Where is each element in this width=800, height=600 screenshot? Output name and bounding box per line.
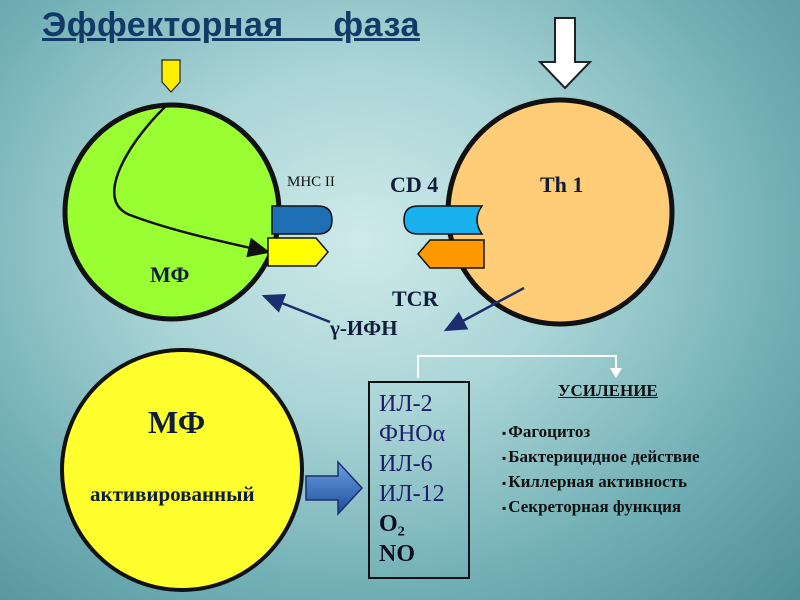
secretion-arrow-icon — [305, 460, 364, 516]
th1-cell — [445, 97, 675, 327]
ifn-gamma-label: γ-ИФН — [330, 316, 398, 341]
peptide-shape — [267, 237, 329, 267]
enhancement-connector — [417, 355, 617, 378]
gamma-symbol: γ — [330, 316, 340, 340]
mediator-item: NO — [379, 541, 415, 567]
enhancement-item: Киллерная активность — [502, 470, 700, 495]
activated-macrophage-label: МФ — [148, 404, 206, 440]
enhancement-item: Бактерицидное действие — [502, 445, 699, 470]
cd4-label: CD 4 — [390, 172, 439, 197]
cd4-receptor — [403, 205, 484, 235]
tcr-receptor — [417, 239, 485, 269]
antigen-path-arrow — [113, 103, 271, 258]
ifn-arrow-from-th1 — [443, 286, 525, 332]
enhancement-list: Фагоцитоз Бактерицидное действие Киллерн… — [502, 420, 700, 520]
page-title: Эффекторная фаза — [42, 6, 420, 44]
activated-macrophage-cell — [60, 348, 304, 592]
macrophage-label: МФ — [150, 262, 190, 287]
connector-arrowhead-icon — [610, 368, 622, 378]
ifn-text: -ИФН — [339, 316, 398, 340]
th1-label: Th 1 — [540, 172, 584, 197]
mhc-ii-receptor — [271, 205, 333, 235]
activated-macrophage-sublabel: активированный — [90, 482, 255, 506]
mediator-item: O₂ — [379, 511, 405, 537]
mediator-item: ИЛ-2 — [379, 391, 433, 417]
tcr-label: TCR — [392, 286, 439, 311]
enhancement-item: Фагоцитоз — [502, 420, 700, 445]
mediator-item: ФНОα — [379, 421, 446, 447]
enhancement-item: Секреторная функция — [502, 495, 700, 520]
antigen-pointer — [161, 59, 181, 93]
mediator-item: ИЛ-6 — [379, 451, 433, 477]
down-arrow-icon — [537, 17, 593, 90]
enhancement-title: УСИЛЕНИЕ — [558, 381, 658, 400]
mhc-ii-label: MHC II — [287, 174, 335, 190]
mediator-item: ИЛ-12 — [379, 481, 445, 507]
ifn-arrow-to-macrophage — [261, 294, 331, 324]
mediators-box: ИЛ-2 ФНОα ИЛ-6 ИЛ-12 O₂ NO — [368, 381, 470, 579]
